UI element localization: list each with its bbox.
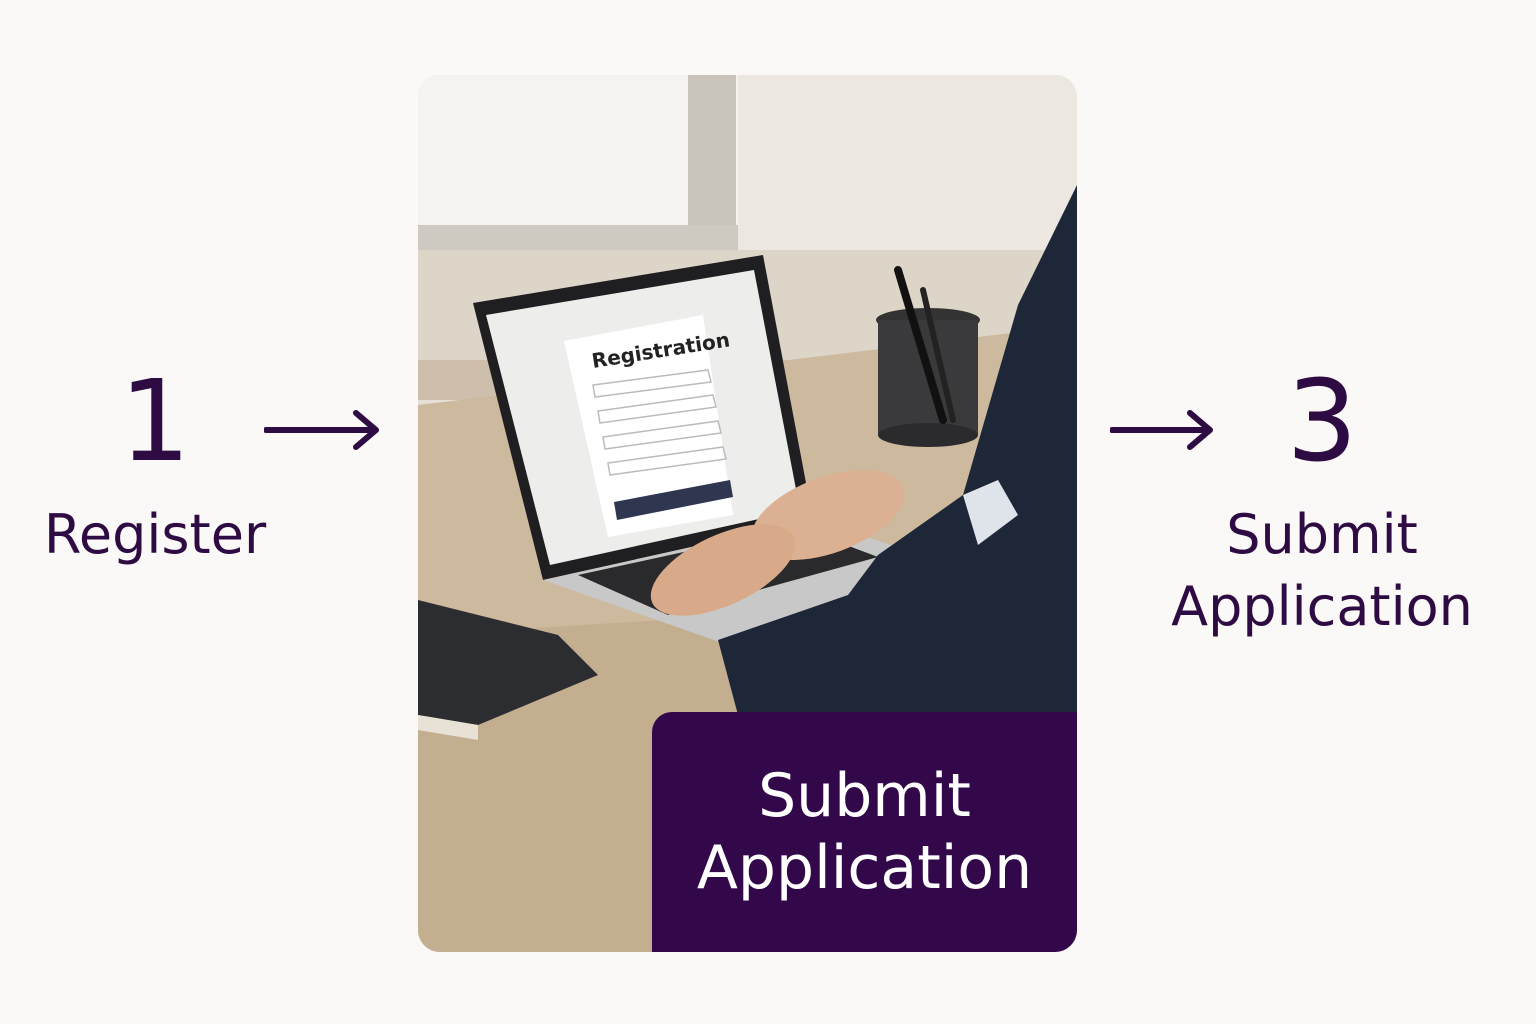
laptop-desk-illustration: Registration (418, 75, 1077, 952)
photo-card: Registration Submit Application (418, 75, 1077, 952)
overlay-label-box: Submit Application (652, 712, 1077, 952)
overlay-label-line1: Submit (758, 761, 971, 831)
arrow-right-icon (1110, 410, 1213, 450)
step-3-label-line1: Submit (1226, 503, 1418, 566)
step-1-label: Register (43, 503, 267, 566)
step-3-label-line2: Application (1171, 575, 1473, 638)
overlay-label-line2: Application (696, 833, 1033, 903)
arrow-right-icon (264, 410, 379, 450)
step-1-number: 1 (119, 357, 191, 487)
step-3-number: 3 (1286, 357, 1358, 487)
